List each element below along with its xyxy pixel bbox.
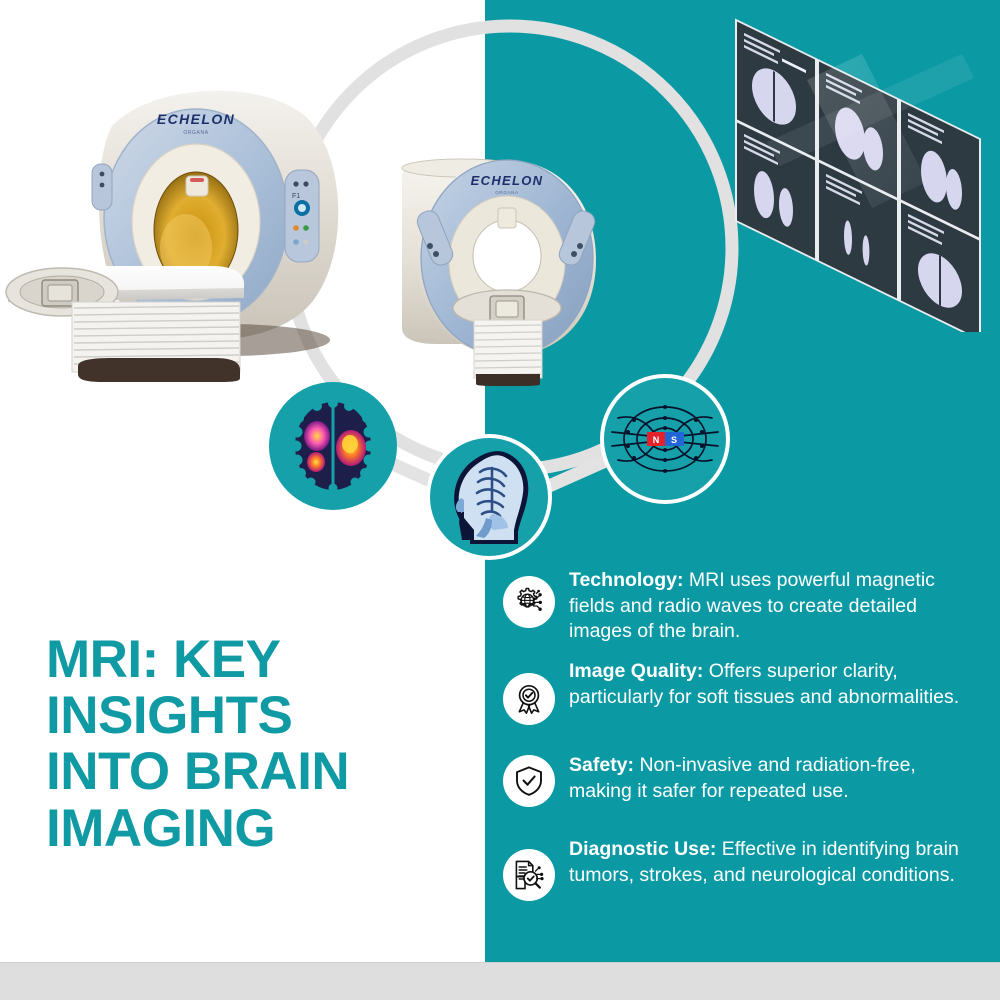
- title-line-4: IMAGING: [46, 798, 276, 858]
- title-line-3: INTO BRAIN: [46, 742, 350, 802]
- magnetic-field-badge[interactable]: N S: [604, 378, 726, 500]
- footer-strip: [0, 962, 1000, 1000]
- svg-text:ECHELON: ECHELON: [471, 173, 544, 188]
- list-item-text: Technology: MRI uses powerful magnetic f…: [569, 566, 971, 645]
- title-line-1: MRI: KEY: [46, 630, 281, 689]
- list-item-lead: Technology:: [569, 569, 684, 591]
- gear-globe-circuit-icon: [503, 576, 555, 628]
- mri-machine-small: ECHELON ORGANA: [401, 158, 596, 386]
- magnet-north-label: N: [653, 435, 660, 445]
- svg-text:F1: F1: [292, 193, 300, 200]
- svg-text:ORGANA: ORGANA: [495, 190, 519, 195]
- list-item[interactable]: Image Quality: Offers superior clarity, …: [503, 657, 971, 726]
- fmri-brain-scan-badge[interactable]: [269, 382, 397, 510]
- list-item-text: Image Quality: Offers superior clarity, …: [569, 657, 971, 710]
- svg-text:ECHELON: ECHELON: [157, 111, 235, 127]
- mri-film-lightbox: [735, 18, 981, 332]
- list-item[interactable]: Technology: MRI uses powerful magnetic f…: [503, 566, 971, 645]
- document-magnifier-check-icon: [503, 849, 555, 902]
- list-item[interactable]: Diagnostic Use: Effective in identifying…: [503, 835, 971, 902]
- key-insights-list: Technology: MRI uses powerful magnetic f…: [503, 566, 971, 902]
- list-item-text: Diagnostic Use: Effective in identifying…: [569, 835, 971, 888]
- shield-check-icon: [503, 755, 555, 808]
- list-item-lead: Safety:: [569, 754, 635, 777]
- head-anatomy-badge[interactable]: [430, 438, 548, 556]
- list-item-body: Offers superior clarity, particularly fo…: [569, 660, 960, 708]
- page-title: MRI: KEY INSIGHTS INTO BRAIN IMAGING: [46, 630, 476, 858]
- list-item-body: MRI uses powerful magnetic fields and ra…: [569, 569, 935, 643]
- title-line-2: INSIGHTS: [46, 686, 293, 746]
- list-item[interactable]: Safety: Non-invasive and radiation-free,…: [503, 751, 971, 808]
- head-brain-profile-icon: [454, 451, 529, 544]
- list-item-lead: Diagnostic Use:: [569, 838, 717, 861]
- mri-machine-large: F1 ECHELON ORGANA: [5, 90, 339, 382]
- list-item-body: Effective in identifying brain tumors, s…: [569, 838, 959, 886]
- brain-activation-scan-icon: [290, 398, 376, 493]
- award-ribbon-check-icon: [503, 673, 555, 726]
- list-item-lead: Image Quality:: [569, 660, 704, 683]
- list-item-text: Safety: Non-invasive and radiation-free,…: [569, 751, 971, 804]
- list-item-body: Non-invasive and radiation-free, making …: [569, 754, 916, 802]
- magnet-south-label: S: [671, 435, 677, 445]
- svg-text:ORGANA: ORGANA: [183, 130, 208, 136]
- magnetic-field-icon: N S: [611, 405, 719, 473]
